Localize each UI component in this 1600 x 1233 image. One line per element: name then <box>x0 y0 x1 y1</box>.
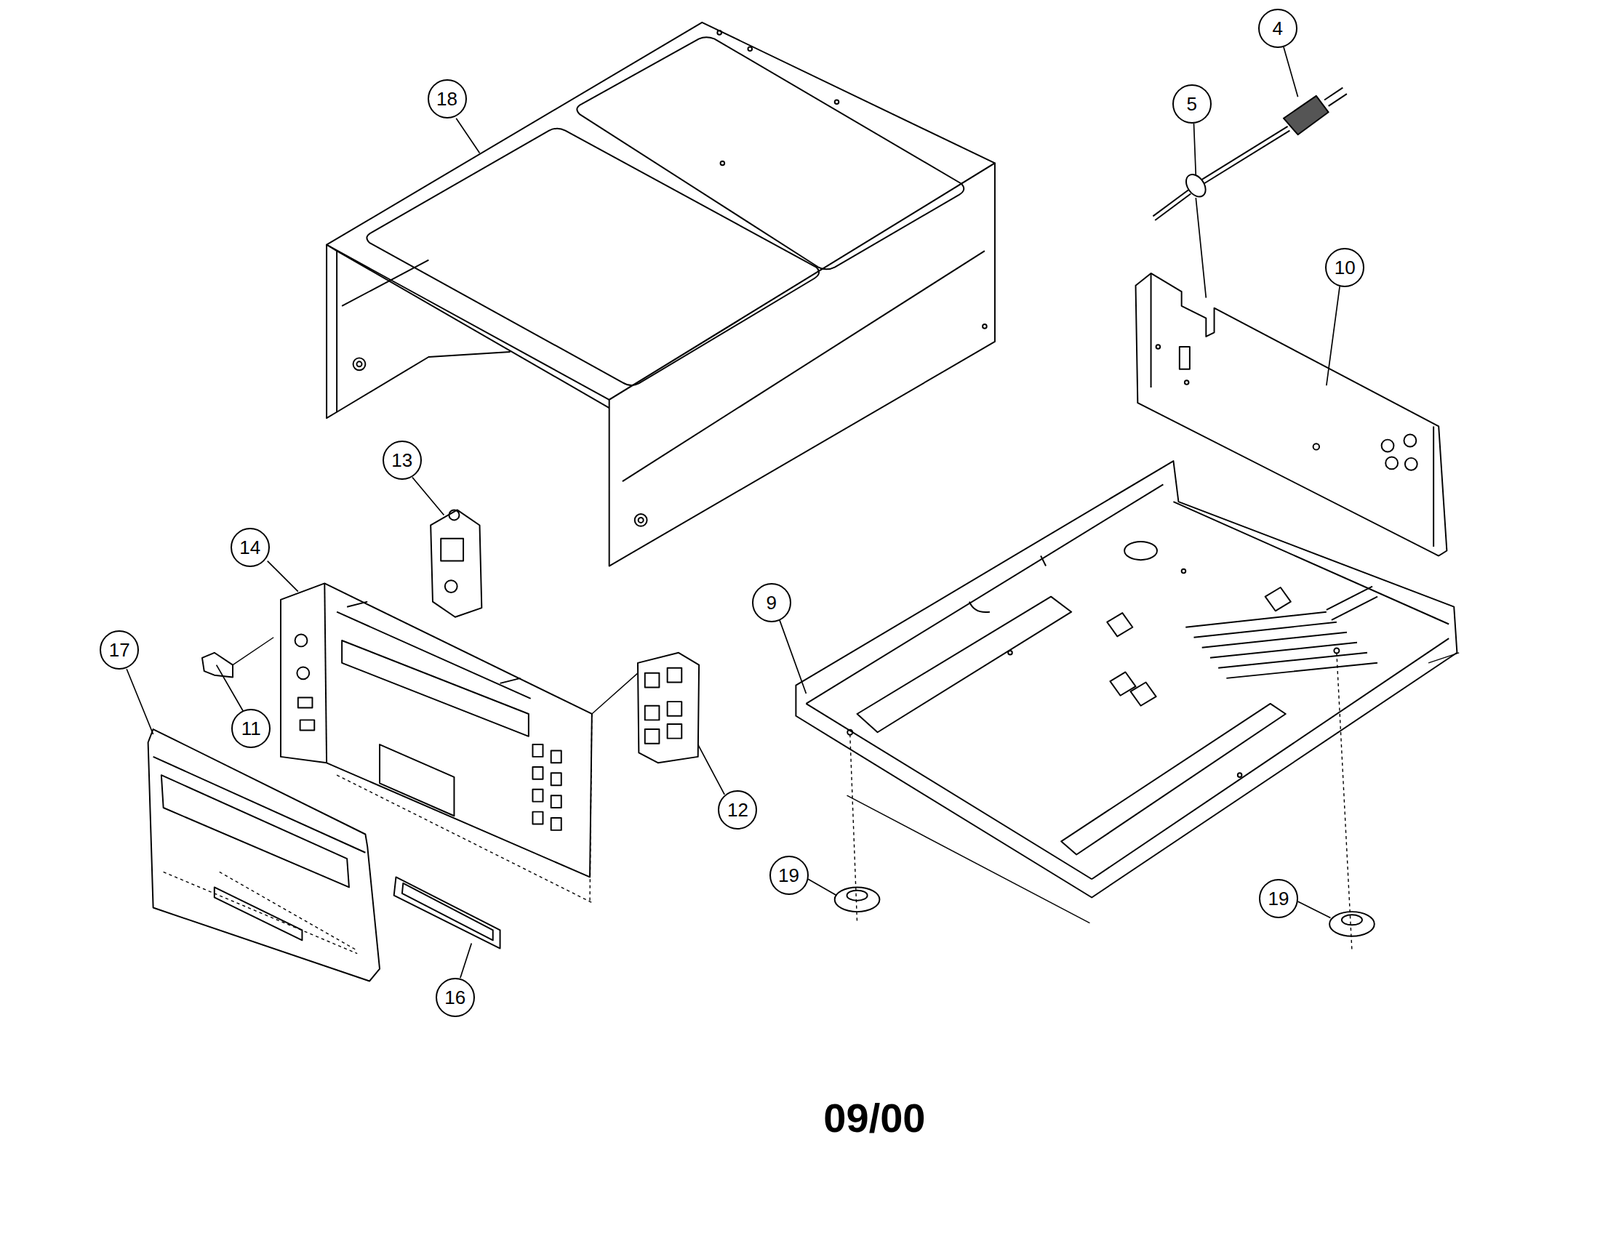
callout-number: 9 <box>765 593 776 613</box>
callout-circle: 9 <box>752 583 792 623</box>
callout-circle: 10 <box>1325 248 1365 288</box>
switch-block <box>592 653 699 764</box>
feet <box>834 653 1460 952</box>
bracket <box>430 509 482 617</box>
callout-number: 10 <box>1334 258 1356 278</box>
callout-number: 19 <box>778 866 800 886</box>
chassis <box>795 461 1457 898</box>
clip <box>202 637 274 678</box>
callout-number: 18 <box>436 89 458 109</box>
callout-number: 17 <box>109 640 131 660</box>
callout-circle: 19 <box>1258 879 1299 919</box>
top-cover <box>326 22 995 567</box>
leader-lines <box>126 47 1340 979</box>
callout-number: 14 <box>239 538 261 558</box>
callout-circle: 5 <box>1172 84 1212 124</box>
callout-circle: 13 <box>382 440 422 480</box>
callout-circle: 12 <box>717 790 758 830</box>
callout-circle: 11 <box>231 709 271 749</box>
callout-circle: 19 <box>769 856 809 896</box>
callout-circle: 18 <box>427 79 467 119</box>
callout-number: 13 <box>391 450 413 470</box>
callout-circle: 16 <box>435 978 475 1018</box>
callout-number: 4 <box>1272 18 1283 38</box>
callout-number: 19 <box>1268 889 1290 909</box>
callout-circle: 4 <box>1258 8 1298 48</box>
callout-number: 12 <box>727 800 749 820</box>
window <box>394 877 501 949</box>
callout-number: 11 <box>241 719 262 739</box>
callout-circle: 17 <box>99 630 139 670</box>
callout-number: 16 <box>444 988 466 1008</box>
callout-number: 5 <box>1186 94 1198 114</box>
callout-circle: 14 <box>230 528 270 568</box>
date-code: 09/00 <box>823 1094 926 1142</box>
front-bezel <box>148 729 380 982</box>
